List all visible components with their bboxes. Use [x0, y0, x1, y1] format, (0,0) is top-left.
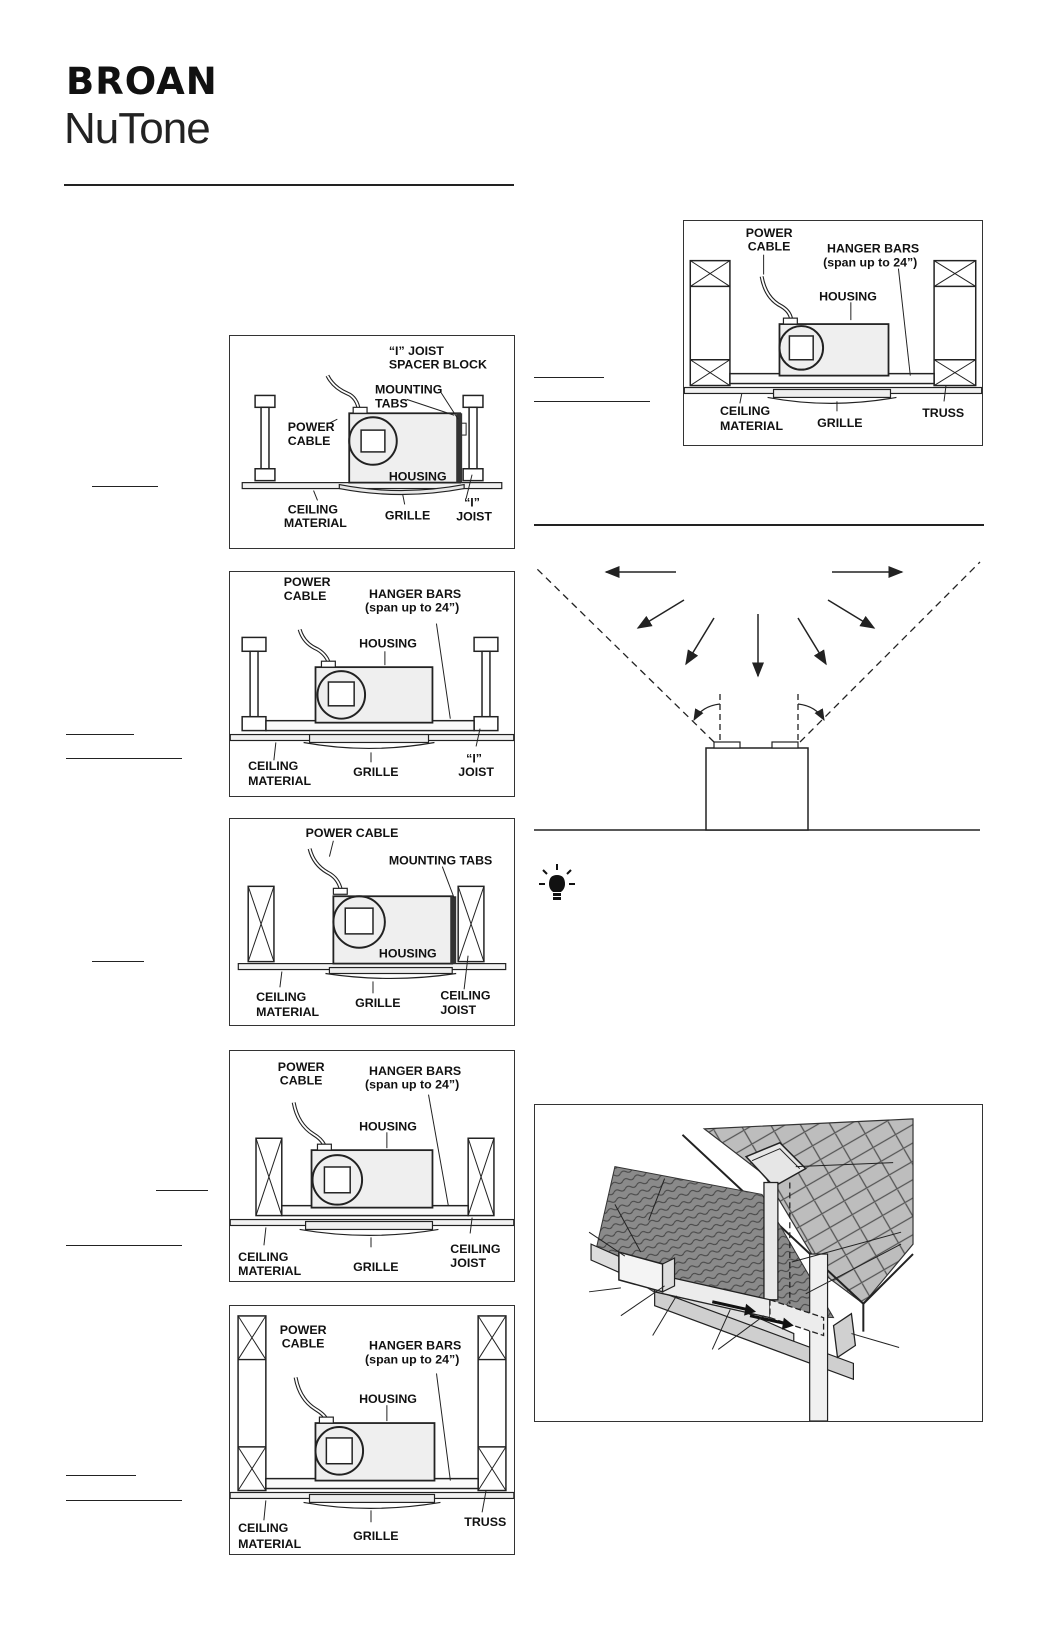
label-mounting-tabs: MOUNTING TABS [389, 854, 492, 868]
label-ceiling-material-1: CEILING [256, 990, 306, 1004]
label-power-cable-2: CABLE [748, 240, 791, 254]
label-housing: HOUSING [359, 1119, 417, 1133]
figure-joist-mounting-tabs: POWER CABLE MOUNTING TABS HOUSING CEILIN… [229, 818, 515, 1026]
text-rule [534, 377, 604, 378]
label-hanger-bars-2: (span up to 24”) [365, 601, 459, 615]
brand-logo-broan: BROAN [66, 60, 218, 103]
label-ceiling-material-2: MATERIAL [248, 774, 311, 788]
section-rule [534, 524, 984, 526]
text-rule [66, 1475, 136, 1476]
label-ceiling-material-1: CEILING [238, 1521, 288, 1535]
label-ceiling-material-1: CEILING [248, 759, 298, 773]
figure-truss-hanger-bars-right: POWER CABLE HANGER BARS (span up to 24”)… [683, 220, 983, 446]
label-mounting-tabs-1: MOUNTING [375, 382, 442, 396]
label-grille: GRILLE [353, 1529, 398, 1543]
label-ceiling-material-1: CEILING [238, 1250, 288, 1264]
figure-i-joist-spacer-block: “I” JOIST SPACER BLOCK MOUNTING TABS POW… [229, 335, 515, 549]
label-truss: TRUSS [464, 1515, 506, 1529]
label-mounting-tabs-2: TABS [375, 396, 408, 410]
label-housing: HOUSING [389, 470, 447, 484]
header-rule [64, 184, 514, 186]
label-hanger-bars-1: HANGER BARS [369, 587, 461, 601]
label-i-joist-1: “I” [464, 495, 480, 509]
label-grille: GRILLE [385, 508, 430, 522]
text-rule [66, 1245, 182, 1246]
label-hanger-bars-1: HANGER BARS [827, 242, 919, 256]
brand-logo-nutone: NuTone [64, 104, 211, 153]
label-ceiling-joist-1: CEILING [440, 988, 490, 1002]
label-housing: HOUSING [819, 289, 877, 303]
label-power-cable-2: CABLE [282, 1337, 325, 1351]
label-power-cable-1: POWER [746, 226, 793, 240]
lightbulb-icon [539, 864, 575, 900]
text-rule [92, 486, 158, 487]
figure-joist-hanger-drawing: POWER CABLE HANGER BARS (span up to 24”)… [230, 1060, 514, 1278]
label-i-joist-1: “I” [466, 751, 482, 765]
label-hanger-bars-1: HANGER BARS [369, 1064, 461, 1078]
figure-i-joist-spacer-drawing: “I” JOIST SPACER BLOCK MOUNTING TABS POW… [241, 344, 503, 530]
label-grille: GRILLE [353, 765, 398, 779]
label-ceiling-joist-2: JOIST [440, 1003, 476, 1017]
label-truss: TRUSS [922, 406, 964, 420]
text-rule [66, 758, 182, 759]
label-hanger-bars-2: (span up to 24”) [365, 1353, 459, 1367]
label-grille: GRILLE [355, 996, 400, 1010]
label-i-joist-spacer-1: “I” JOIST [389, 344, 444, 358]
text-rule [534, 401, 650, 402]
label-power-cable-1: POWER [288, 420, 335, 434]
label-ceiling-joist-2: JOIST [450, 1256, 486, 1270]
label-i-joist-2: JOIST [458, 765, 494, 779]
label-grille: GRILLE [353, 1260, 398, 1274]
figure-roof-duct-drawing [588, 1118, 914, 1421]
figure-roof-duct-cutaway [534, 1104, 983, 1422]
figure-i-joist-hanger-bars: POWER CABLE HANGER BARS (span up to 24”)… [229, 571, 515, 797]
label-ceiling-material-2: MATERIAL [256, 1005, 319, 1019]
label-power-cable-2: CABLE [288, 434, 331, 448]
figure-joist-hanger-bars: POWER CABLE HANGER BARS (span up to 24”)… [229, 1050, 515, 1282]
text-rule [66, 734, 134, 735]
label-ceiling-joist-1: CEILING [450, 1242, 500, 1256]
label-power-cable: POWER CABLE [306, 826, 399, 840]
label-power-cable-2: CABLE [280, 1074, 323, 1088]
label-ceiling-material-2: MATERIAL [238, 1537, 302, 1551]
label-ceiling-material-1: CEILING [288, 502, 338, 516]
figure-airflow-angle-diagram [534, 561, 981, 831]
label-power-cable-2: CABLE [284, 589, 327, 603]
text-rule [92, 961, 144, 962]
label-power-cable-1: POWER [280, 1323, 327, 1337]
label-power-cable-1: POWER [284, 575, 331, 589]
label-housing: HOUSING [379, 947, 437, 961]
label-ceiling-material-2: MATERIAL [238, 1264, 301, 1278]
label-housing: HOUSING [359, 636, 417, 650]
label-power-cable-1: POWER [278, 1060, 325, 1074]
label-grille: GRILLE [817, 416, 862, 430]
label-i-joist-2: JOIST [456, 509, 492, 523]
label-i-joist-spacer-2: SPACER BLOCK [389, 358, 487, 372]
label-hanger-bars-2: (span up to 24”) [823, 256, 917, 270]
text-rule [66, 1500, 182, 1501]
label-hanger-bars-2: (span up to 24”) [365, 1078, 459, 1092]
figure-i-joist-hanger-drawing: POWER CABLE HANGER BARS (span up to 24”)… [230, 575, 514, 788]
label-ceiling-material-2: MATERIAL [284, 516, 347, 530]
text-rule [156, 1190, 208, 1191]
figure-joist-tabs-drawing: POWER CABLE MOUNTING TABS HOUSING CEILIN… [237, 826, 507, 1019]
figure-truss-hanger-bars-left: POWER CABLE HANGER BARS (span up to 24”)… [229, 1305, 515, 1555]
figure-truss-hanger-right-drawing: POWER CABLE HANGER BARS (span up to 24”)… [684, 226, 982, 433]
label-ceiling-material-2: MATERIAL [720, 419, 783, 433]
figure-truss-hanger-left-drawing: POWER CABLE HANGER BARS (span up to 24”)… [230, 1315, 514, 1551]
label-hanger-bars-1: HANGER BARS [369, 1339, 461, 1353]
label-housing: HOUSING [359, 1392, 417, 1406]
label-ceiling-material-1: CEILING [720, 404, 770, 418]
